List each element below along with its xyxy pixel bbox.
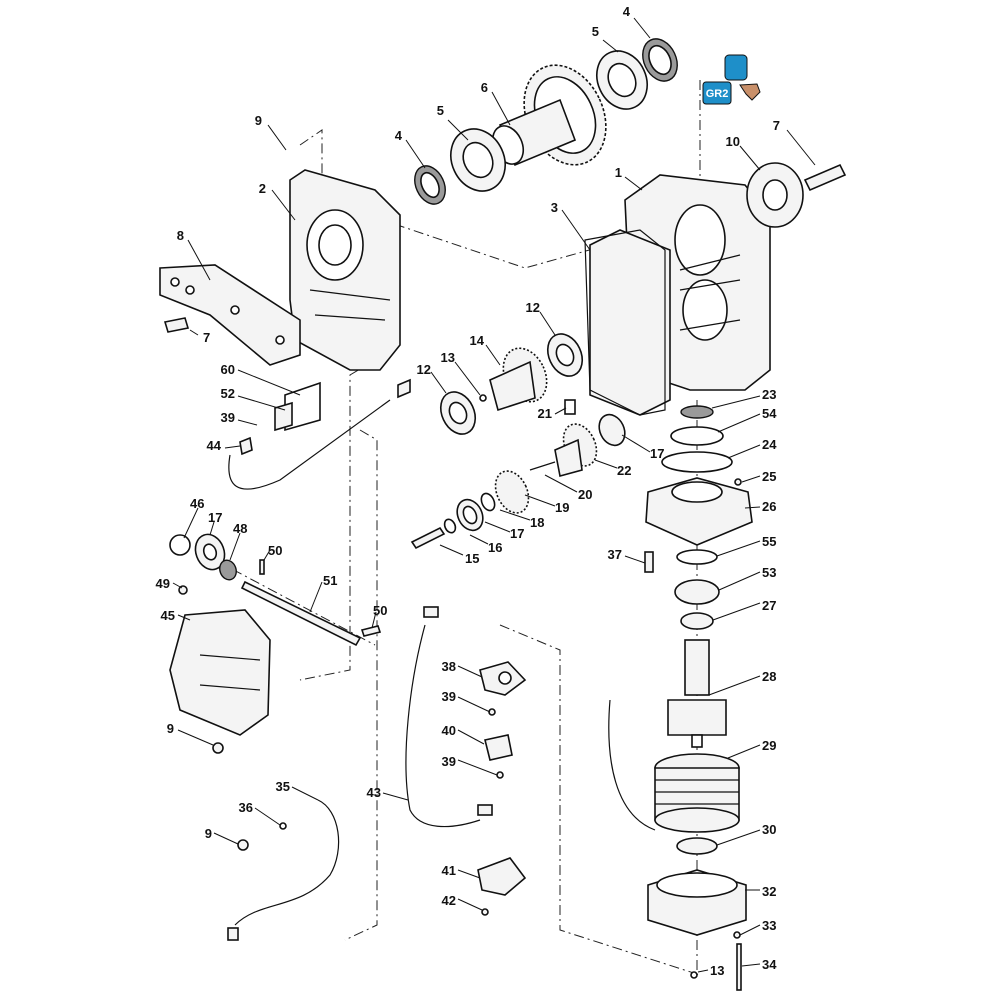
wrench-icon [739,83,761,101]
callout-7-left: 7 [203,330,210,345]
callout-16: 16 [488,540,502,555]
callout-50-lower: 50 [373,603,387,618]
callout-15: 15 [465,551,479,566]
upper-shaft-assembly [414,38,678,205]
callout-22: 22 [617,463,631,478]
callout-39-lower: 39 [442,754,456,769]
callout-52: 52 [221,386,235,401]
callout-7-right: 7 [773,118,780,133]
callout-24: 24 [762,437,777,452]
callout-48: 48 [233,521,247,536]
callout-54: 54 [762,406,777,421]
mounting-bracket [159,264,301,366]
callout-4-left: 4 [395,128,403,143]
callout-35: 35 [276,779,290,794]
callout-39-middle: 39 [442,689,456,704]
callout-26: 26 [762,499,776,514]
callout-13-lower: 13 [710,963,724,978]
callout-23: 23 [762,387,776,402]
callout-36: 36 [239,800,253,815]
callout-14: 14 [470,333,485,348]
callout-13-upper: 13 [441,350,455,365]
callout-33: 33 [762,918,776,933]
callout-6: 6 [481,80,488,95]
callout-4-top: 4 [623,4,631,19]
callout-45: 45 [161,608,175,623]
callout-25: 25 [762,469,776,484]
gasket [584,229,666,416]
lower-left-parts [169,378,527,941]
callout-2: 2 [259,181,266,196]
callout-9-lower: 9 [205,826,212,841]
callout-50-upper: 50 [268,543,282,558]
callout-17-middle: 17 [510,526,524,541]
gr2-badge-label: GR2 [706,88,729,100]
callout-12-left: 12 [417,362,431,377]
callout-44: 44 [207,438,222,453]
callout-19: 19 [555,500,569,515]
motor-stack [608,405,753,991]
callout-27: 27 [762,598,776,613]
callout-49: 49 [156,576,170,591]
callout-37: 37 [608,547,622,562]
callout-21: 21 [538,406,552,421]
callout-17-left: 17 [208,510,222,525]
callout-9-middle: 9 [167,721,174,736]
callout-10: 10 [726,134,740,149]
middle-gear-train [410,333,626,550]
gr2-badge-tab [724,54,748,81]
callout-39-upper: 39 [221,410,235,425]
callout-20: 20 [578,487,592,502]
gr2-badge-box [702,81,732,105]
callout-30: 30 [762,822,776,837]
callout-12-upper: 12 [526,300,540,315]
callout-1: 1 [615,165,622,180]
callout-18: 18 [530,515,544,530]
callout-43: 43 [367,785,381,800]
callout-55: 55 [762,534,776,549]
callout-38: 38 [442,659,456,674]
callout-40: 40 [442,723,456,738]
callout-8: 8 [177,228,184,243]
callout-5-top: 5 [592,24,599,39]
callout-5-left: 5 [437,103,444,118]
callout-41: 41 [442,863,456,878]
callout-29: 29 [762,738,776,753]
callout-17-right: 17 [650,446,664,461]
callout-layer: 9 2 8 7 60 52 39 44 4 5 6 5 4 3 1 10 7 1… [156,4,816,978]
gearbox-housing [589,162,847,416]
callout-53: 53 [762,565,776,580]
gearbox-cover [289,169,401,371]
callout-9-top: 9 [255,113,262,128]
callout-46: 46 [190,496,204,511]
callout-60: 60 [221,362,235,377]
callout-28: 28 [762,669,776,684]
gr2-badge: GR2 [702,54,761,105]
callout-3: 3 [551,200,558,215]
callout-34: 34 [762,957,777,972]
callout-32: 32 [762,884,776,899]
callout-42: 42 [442,893,456,908]
callout-51: 51 [323,573,337,588]
